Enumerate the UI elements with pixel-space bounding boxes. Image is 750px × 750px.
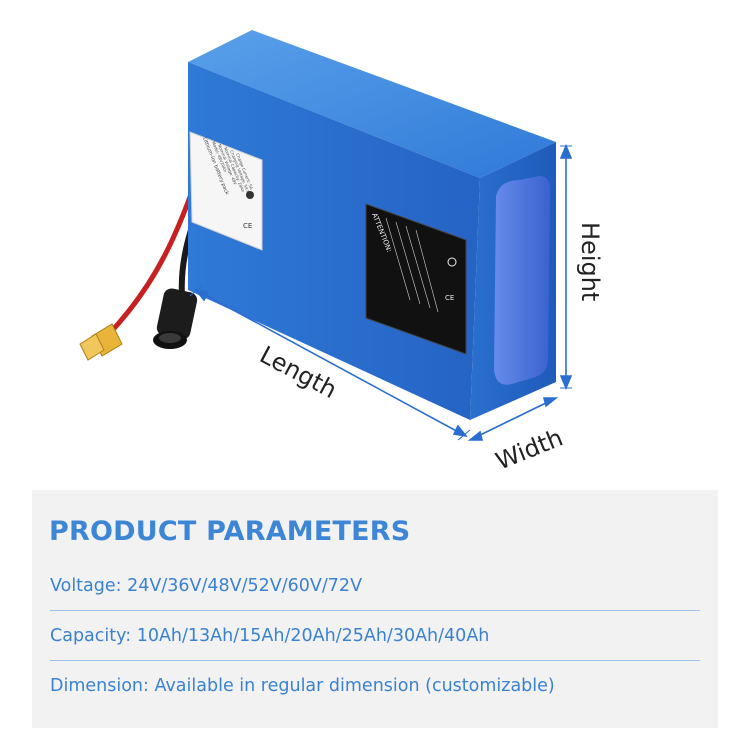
param-row-voltage: Voltage: 24V/36V/48V/52V/60V/72V [50,576,700,611]
round-connector [153,288,198,349]
width-label: Width [492,423,567,475]
row-divider [50,660,700,661]
product-parameters-title: PRODUCT PARAMETERS [49,516,411,547]
battery-top-face [188,30,556,178]
height-arrow [559,143,573,391]
row-divider [50,610,700,611]
battery-product-image: Lithium-ion battery pack Model: 48V20Ah … [79,30,604,476]
warning-label-sticker: ATTENTION: CE [365,203,467,355]
svg-text:CE: CE [445,294,454,302]
param-value: 24V/36V/48V/52V/60V/72V [127,576,363,596]
param-row-dimension: Dimension: Available in regular dimensio… [50,676,700,696]
param-value: Available in regular dimension (customiz… [154,676,555,696]
width-arrow [467,397,559,441]
xt60-connector [79,323,123,361]
svg-text:CE: CE [243,222,252,230]
param-label: Capacity: [50,626,132,646]
param-value: 10Ah/13Ah/15Ah/20Ah/25Ah/30Ah/40Ah [136,626,490,646]
product-parameters-panel: PRODUCT PARAMETERS Voltage: 24V/36V/48V/… [32,490,718,728]
length-arrow [189,285,471,441]
param-row-capacity: Capacity: 10Ah/13Ah/15Ah/20Ah/25Ah/30Ah/… [50,626,700,661]
param-label: Dimension: [50,676,149,696]
battery-end-cap [494,176,551,385]
spec-label-sticker: Lithium-ion battery pack Model: 48V20Ah … [189,131,263,251]
height-label: Height [576,222,604,301]
param-label: Voltage: [50,576,122,596]
